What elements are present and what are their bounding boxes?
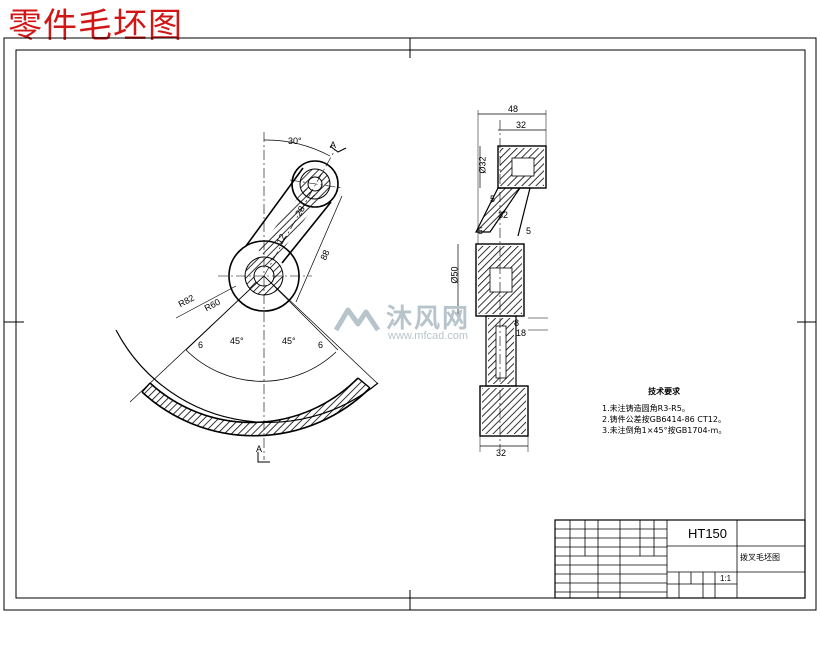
dim-48: 48 [508,104,519,114]
dim-6-left: 6 [198,340,204,350]
small-boss [291,160,339,208]
side-view [457,110,548,452]
dim-32-mid: 32 [498,210,509,220]
dim-angle-45-right: 45° [282,336,296,346]
section-mark-bottom: A [256,444,263,454]
sector-arc-r60 [185,349,337,382]
dim-5-b: 5 [478,226,484,236]
dim-6-right: 6 [318,340,324,350]
notes-line: 3.未注倒角1×45°按GB1704-m。 [602,426,727,435]
dim-32-bottom: 32 [496,448,507,458]
notes-title: 技术要求 [648,387,681,396]
watermark-logo-icon [333,307,381,332]
dim-d50: Ø50 [449,266,460,284]
section-mark-top: A [330,140,337,150]
notes-line: 1.未注铸造圆角R3-R5。 [602,404,690,413]
sector-inner-arc [149,377,359,424]
rim-section [479,385,529,437]
notes-line: 2.铸件公差按GB6414-86 CT12。 [602,415,726,424]
watermark-text: 沐风网 [386,304,471,334]
dim-8: 8 [514,318,520,328]
front-view [115,132,379,463]
dim-18: 18 [516,328,527,338]
dim-5-a: 5 [490,194,496,204]
technical-requirements: 技术要求 1.未注铸造圆角R3-R5。 2.铸件公差按GB6414-86 CT1… [602,386,726,436]
dim-32-top: 32 [516,120,527,130]
scale-value: 1:1 [720,574,732,583]
arm-edge [281,201,332,264]
dim-angle-45-left: 45° [230,336,244,346]
title-block [554,519,806,599]
arm-edge [245,167,304,247]
drawing-title: 零件毛坯图 [8,6,183,46]
watermark-url: www.mfcad.com [388,330,469,342]
dim-5-c: 5 [526,226,532,236]
dim-angle-30: 30° [288,136,302,146]
part-name: 拨叉毛坯图 [740,553,780,562]
dim-d32: Ø32 [477,156,488,174]
material-label: HT150 [688,526,728,541]
